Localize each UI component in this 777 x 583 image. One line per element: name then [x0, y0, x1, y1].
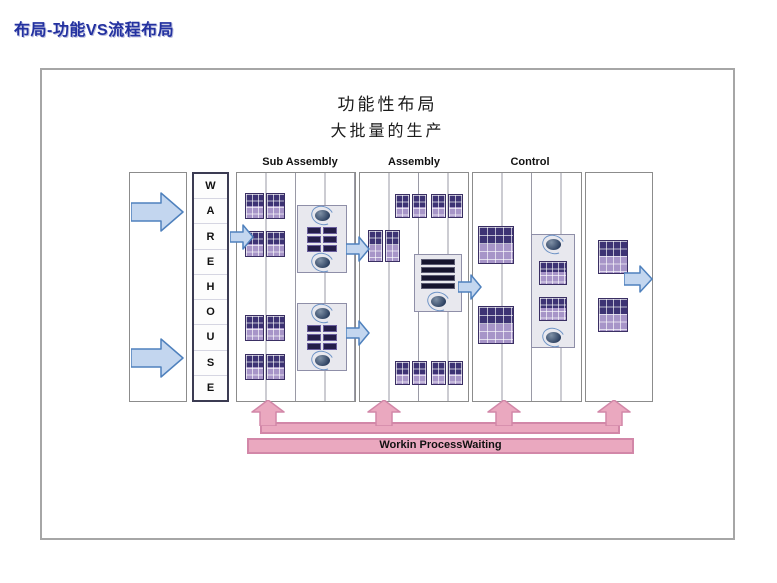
wip-return-bar — [247, 438, 634, 454]
pallet-group — [395, 194, 427, 218]
warehouse-letter: W — [194, 174, 227, 200]
pallet-icon — [266, 354, 285, 380]
wip-label: Workin ProcessWaiting — [379, 439, 502, 451]
machine-cell — [323, 333, 337, 341]
machine-cell — [307, 324, 321, 332]
slide-title: 布局-功能VS流程布局 — [14, 22, 175, 39]
section-label-assembly: Assembly — [388, 156, 440, 168]
inflow-arrow-icon — [131, 337, 185, 379]
machine-ball-icon — [314, 355, 330, 366]
machine-icon — [414, 254, 462, 312]
warehouse-letter: U — [194, 325, 227, 351]
machine-ball-icon — [545, 331, 561, 343]
machine-ball-icon — [545, 239, 561, 250]
functional-layout-title: 功能性布局 — [337, 95, 438, 114]
machine-cells — [307, 324, 337, 350]
machine-bar — [421, 283, 455, 289]
pallet-icon — [395, 361, 410, 385]
pallet-icon — [448, 194, 463, 218]
machine-cell — [307, 333, 321, 341]
pallet-icon — [539, 261, 567, 286]
warehouse-letter: R — [194, 224, 227, 250]
pallet-group — [245, 231, 285, 257]
pallet-icon — [431, 194, 446, 218]
machine-bar — [421, 259, 455, 265]
pallet-icon — [395, 194, 410, 218]
machine-bar — [421, 275, 455, 281]
warehouse-letter: H — [194, 275, 227, 301]
pallet-icon — [478, 226, 514, 264]
pallet-group — [478, 306, 514, 344]
wip-up-arrow-icon — [597, 400, 631, 426]
machine-ball-icon — [314, 257, 330, 268]
machine-cell — [323, 324, 337, 332]
pallet-icon — [598, 240, 628, 274]
machine-cell — [307, 235, 321, 243]
warehouse-letter: E — [194, 250, 227, 275]
pallet-icon — [412, 361, 427, 385]
wip-up-arrow-icon — [367, 400, 401, 426]
machine-cell — [323, 244, 337, 252]
pallet-group — [368, 230, 400, 262]
pallet-group — [431, 194, 463, 218]
output-arrow-icon — [624, 264, 654, 294]
pallet-icon — [431, 361, 446, 385]
machine-cell — [323, 226, 337, 234]
pallet-icon — [245, 315, 264, 341]
machine-icon — [531, 234, 575, 348]
wip-up-arrow-icon — [251, 400, 285, 426]
pallet-group — [245, 193, 285, 219]
warehouse-rack: W A R E H O U S E — [192, 172, 229, 402]
pallet-icon — [448, 361, 463, 385]
inflow-arrow-icon — [131, 191, 185, 233]
machine-bars — [421, 259, 455, 289]
machine-icon — [297, 303, 347, 371]
pallet-icon — [478, 306, 514, 344]
pallet-icon — [266, 193, 285, 219]
wip-up-arrow-icon — [487, 400, 521, 426]
pallet-icon — [539, 296, 567, 321]
machine-bar — [421, 267, 455, 273]
machine-cell — [307, 226, 321, 234]
pallet-icon — [412, 194, 427, 218]
warehouse-letter: E — [206, 381, 215, 394]
flow-arrow-icon — [346, 320, 370, 346]
pallet-group — [245, 354, 285, 380]
pallet-icon — [266, 315, 285, 341]
flow-arrow-icon — [458, 274, 482, 300]
pallet-group — [395, 361, 427, 385]
mass-production-subtitle: 大批量的生产 — [330, 123, 445, 140]
machine-cell — [323, 342, 337, 350]
wip-return-bar — [260, 422, 620, 434]
pallet-icon — [245, 193, 264, 219]
flow-arrow-icon — [230, 224, 254, 250]
machine-ball-icon — [314, 308, 330, 319]
pallet-icon — [266, 231, 285, 257]
pallet-group — [598, 240, 628, 274]
warehouse-letter: S — [194, 351, 227, 376]
pallet-icon — [245, 354, 264, 380]
section-label-sub-assembly: Sub Assembly — [262, 156, 338, 168]
pallet-group — [598, 298, 628, 332]
pallet-group — [478, 226, 514, 264]
machine-cells — [307, 226, 337, 252]
pallet-icon — [368, 230, 383, 262]
warehouse-letter: A — [194, 199, 227, 225]
machine-cell — [323, 235, 337, 243]
warehouse-letter: O — [194, 300, 227, 326]
diagram-frame: 功能性布局 大批量的生产 Sub Assembly Assembly Contr… — [40, 68, 735, 540]
machine-cell — [307, 244, 321, 252]
machine-cell — [307, 342, 321, 350]
pallet-icon — [385, 230, 400, 262]
pallet-icon — [598, 298, 628, 332]
pallet-group — [431, 361, 463, 385]
machine-ball-icon — [430, 296, 446, 307]
pallet-group — [245, 315, 285, 341]
machine-icon — [297, 205, 347, 273]
section-label-control: Control — [510, 156, 550, 168]
machine-ball-icon — [314, 210, 330, 221]
flow-arrow-icon — [346, 236, 370, 262]
